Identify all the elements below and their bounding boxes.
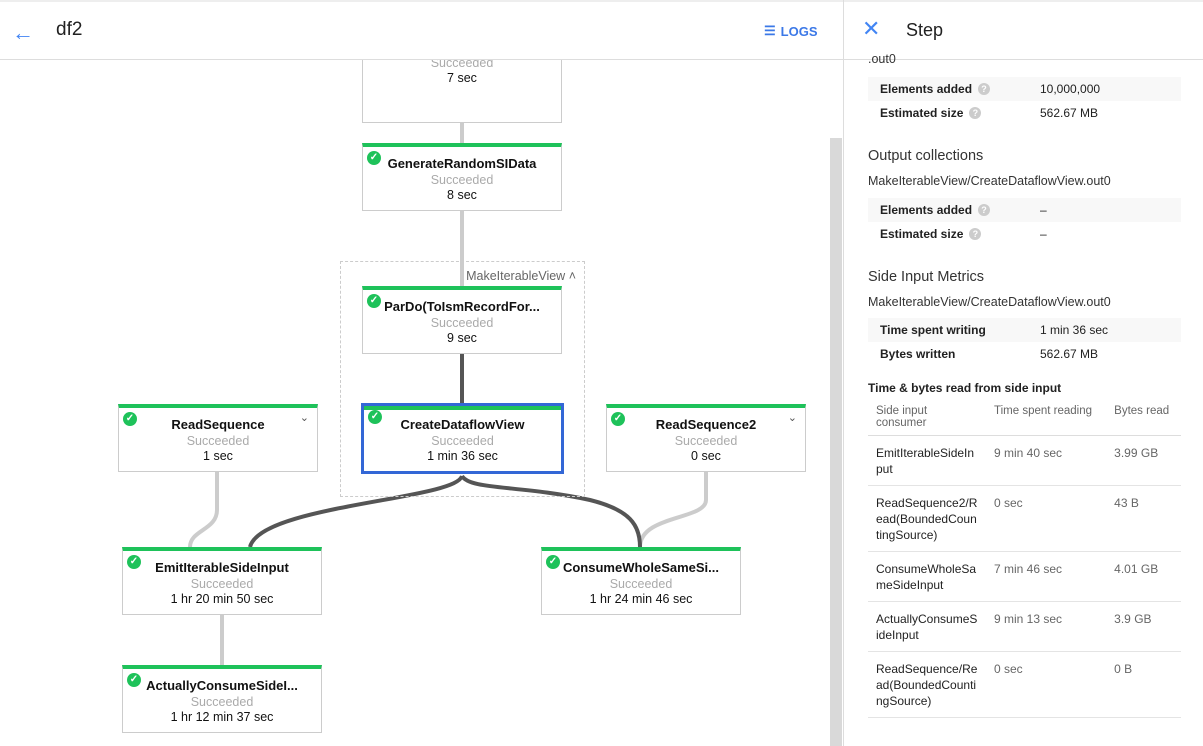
check-icon: ✓ <box>367 294 381 308</box>
check-icon: ✓ <box>123 412 137 426</box>
edge <box>188 471 219 548</box>
edge <box>460 474 642 548</box>
output-metrics: Elements added?– Estimated size?– <box>868 198 1181 246</box>
help-icon[interactable]: ? <box>969 228 982 240</box>
graph-scrollbar[interactable] <box>830 138 842 746</box>
help-icon[interactable]: ? <box>978 83 991 95</box>
step-panel: ✕ Step .out0 Elements added?10,000,000 E… <box>843 0 1203 746</box>
edge <box>248 474 464 548</box>
input-metrics: Elements added?10,000,000 Estimated size… <box>868 77 1181 125</box>
help-icon[interactable]: ? <box>969 107 982 119</box>
close-icon[interactable]: ✕ <box>862 16 881 41</box>
job-title: df2 <box>56 19 83 40</box>
check-icon: ✓ <box>127 555 141 569</box>
check-icon: ✓ <box>367 151 381 165</box>
check-icon: ✓ <box>127 673 141 687</box>
help-icon[interactable]: ? <box>978 204 991 216</box>
check-icon: ✓ <box>546 555 560 569</box>
panel-title: Step <box>906 20 944 40</box>
read-heading: Time & bytes read from side input <box>868 381 1062 395</box>
chevron-down-icon[interactable]: ⌄ <box>787 412 797 424</box>
back-arrow-icon[interactable]: ← <box>12 20 34 45</box>
list-icon: ☰ <box>764 23 776 38</box>
output-heading: Output collections <box>868 148 984 164</box>
table-row: ReadSequence/Read(BoundedCountingSource)… <box>868 651 1181 718</box>
top-bar: ← df2 ☰LOGS <box>0 0 843 60</box>
chevron-down-icon[interactable]: ⌄ <box>299 412 309 424</box>
group-label[interactable]: MakeIterableView ˄ <box>466 269 576 283</box>
table-row: ReadSequence2/Read(BoundedCountingSource… <box>868 485 1181 552</box>
group-make-iterable-view: MakeIterableView ˄ <box>340 261 585 497</box>
check-icon: ✓ <box>368 410 382 424</box>
side-input-heading: Side Input Metrics <box>868 269 985 285</box>
logs-button[interactable]: ☰LOGS <box>764 23 818 39</box>
check-icon: ✓ <box>611 412 625 426</box>
graph-edges <box>188 93 708 665</box>
edge <box>638 471 708 548</box>
